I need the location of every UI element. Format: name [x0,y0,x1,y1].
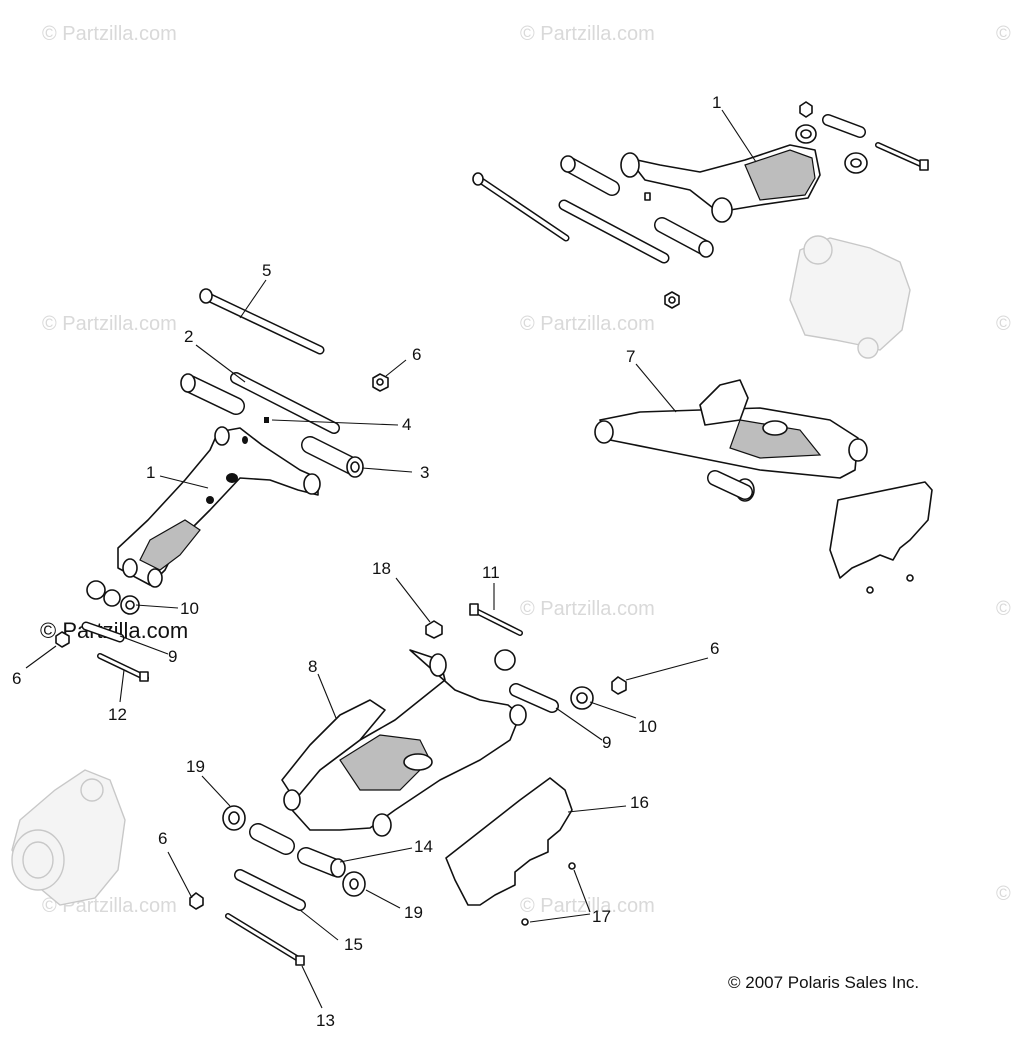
pivot-bolt-5 [199,288,325,355]
bolt-top-right [875,142,929,171]
watermark: © Partzilla.com [520,313,655,335]
bushing-19-center [249,823,295,855]
watermark: © [996,313,1011,335]
copyright-text: © 2007 Polaris Sales Inc. [728,973,919,992]
watermark: © [996,883,1011,905]
tube-15 [234,869,306,911]
nut-center-6 [611,676,627,695]
grease-fitting-top [644,192,651,201]
callout-5: 5 [262,261,271,280]
nut-top [799,101,813,118]
bolt-long-top [472,172,570,242]
bushing-19-left [222,805,246,831]
washer-19 [342,871,366,897]
callout-11: 11 [482,563,500,582]
watermark: © Partzilla.com [520,23,655,45]
knuckle-ghost-bottom [11,769,126,906]
callout-15: 15 [344,935,363,954]
watermark: © Partzilla.com [42,313,177,335]
bushing-center-10 [570,686,594,710]
nut-6-top [372,373,389,392]
callout-19: 19 [186,757,205,776]
callout-17: 17 [592,907,611,926]
grease-fitting-4 [264,417,269,423]
callout-6: 6 [158,829,167,848]
pin-top [822,114,866,138]
watermark: © [996,23,1011,45]
callout-9: 9 [602,733,611,752]
callout-3: 3 [420,463,429,482]
tube-2 [230,372,340,434]
callout-6: 6 [412,345,421,364]
watermark: © Partzilla.com [520,598,655,620]
callout-10: 10 [638,717,657,736]
callout-18: 18 [372,559,391,578]
callout-9: 9 [168,647,177,666]
bushing-center [494,649,516,671]
callout-1: 1 [712,93,721,112]
tube-top [558,199,670,264]
callout-1: 1 [146,463,155,482]
knuckle-ghost-top [789,235,911,359]
skid-plate-16 [445,777,573,906]
callout-6: 6 [12,669,21,688]
screw-17 [521,862,576,926]
bolt-11 [469,603,523,636]
callout-14: 14 [414,837,433,856]
callout-2: 2 [184,327,193,346]
bushing-14 [297,847,346,878]
nut-bottom-6 [189,892,204,910]
bolt-13 [225,913,305,966]
upper-a-arm-top [620,144,821,223]
bushing-top-left [560,155,620,196]
lower-a-arm-8 [281,649,527,837]
watermark: © Partzilla.com [42,23,177,45]
grease-fitting-18 [425,620,443,639]
callout-4: 4 [402,415,411,434]
callout-10: 10 [180,599,199,618]
bushing-3 [301,436,364,478]
bushing-left-top [180,373,245,415]
skid-plate-top [829,481,933,579]
callout-8: 8 [308,657,317,676]
callouts: 1 5 2 6 7 4 1 3 18 11 10 9 6 8 6 12 10 9… [12,93,721,1030]
bolt-12 [97,653,149,682]
nut-top-lower [664,291,680,309]
bushing-top-mid [654,217,714,258]
bushing-left-10 [86,580,140,615]
callout-13: 13 [316,1011,335,1030]
pin-center-9 [509,683,559,713]
pin-left-9 [81,621,125,643]
screw-skid-top [866,574,914,594]
upper-a-arm-1 [117,426,321,588]
bushing-top-right [844,152,868,174]
callout-16: 16 [630,793,649,812]
nut-left-6 [55,631,70,648]
watermark: © [996,598,1011,620]
callout-19: 19 [404,903,423,922]
callout-6: 6 [710,639,719,658]
lower-a-arm-7 [594,379,868,502]
bushing-flanged-top [795,124,817,144]
callout-12: 12 [108,705,127,724]
callout-7: 7 [626,347,635,366]
leader-lines [25,109,757,1009]
